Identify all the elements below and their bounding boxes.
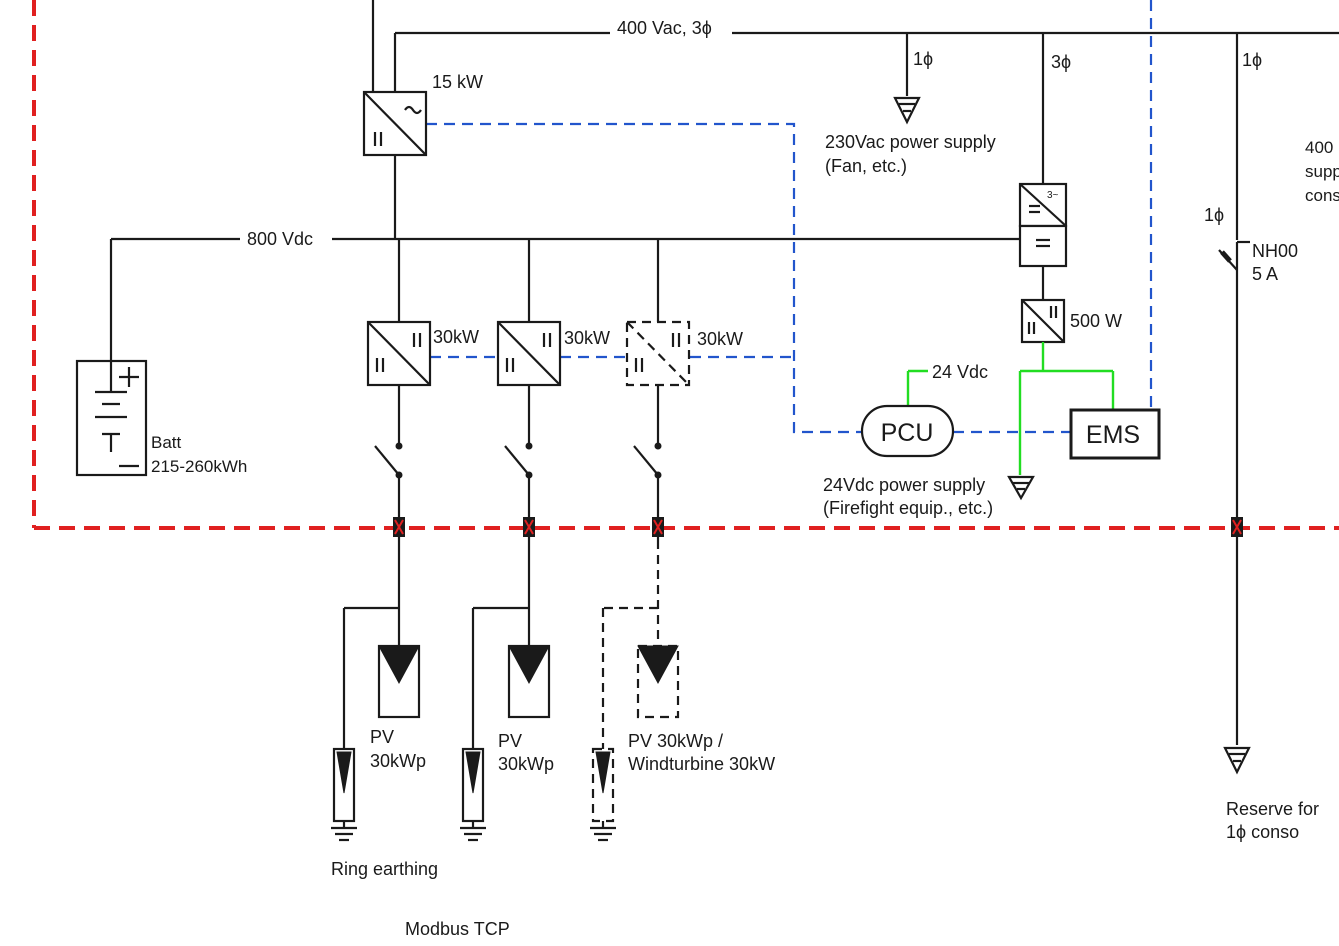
reserve-label-2: 1ϕ conso xyxy=(1226,822,1299,842)
pv-branch-1 xyxy=(331,385,421,842)
svg-text:3~: 3~ xyxy=(1047,190,1059,201)
ac-bus xyxy=(371,0,1339,745)
converter-2-label: 30kW xyxy=(564,328,610,348)
battery-label-1: Batt xyxy=(151,433,182,452)
reserve-branch xyxy=(1218,240,1251,775)
enclosure-boundary xyxy=(32,0,1339,530)
fuse-label-1: NH00 xyxy=(1252,241,1298,261)
dcdc-500w xyxy=(1020,298,1066,344)
24vdc-wiring xyxy=(906,342,1115,475)
comm-legend-label: Modbus TCP xyxy=(405,919,510,939)
dc-supply-label-2: (Firefight equip., etc.) xyxy=(823,498,993,518)
cons-supply-label-3: cons xyxy=(1305,186,1339,205)
diagram-labels: 400 Vac, 3ϕ 1ϕ 3ϕ 1ϕ 1ϕ 15 kW 230Vac pow… xyxy=(151,18,1339,939)
dcdc-power-label: 500 W xyxy=(1070,311,1122,331)
pv-1-label-1: PV xyxy=(370,727,394,747)
ems-unit xyxy=(1069,408,1161,460)
inverter-power-label: 15 kW xyxy=(432,72,483,92)
low-voltage-label: 24 Vdc xyxy=(932,362,988,382)
ems-label: EMS xyxy=(1086,421,1140,449)
24vdc-supply-symbol xyxy=(1007,475,1035,501)
single-phase-label-1: 1ϕ xyxy=(913,49,933,69)
battery-label-2: 215-260kWh xyxy=(151,457,247,476)
230vac-supply-symbol xyxy=(893,96,921,125)
inverter-15kw xyxy=(362,90,428,157)
pv-branch-3-optional xyxy=(590,385,680,842)
battery xyxy=(75,359,148,477)
pv-3-label-1: PV 30kWp / xyxy=(628,731,723,751)
aux-supply-label-2: (Fan, etc.) xyxy=(825,156,907,176)
dcdc-converter-1 xyxy=(366,320,432,387)
dc-bus xyxy=(109,155,1020,361)
cons-supply-label-1: 400 xyxy=(1305,138,1333,157)
pv-branch-2 xyxy=(460,385,551,842)
converter-3-label: 30kW xyxy=(697,329,743,349)
modbus-communication-links xyxy=(426,0,1153,434)
pcu-label: PCU xyxy=(881,419,934,447)
dcdc-converter-2 xyxy=(496,320,562,387)
single-phase-label-2: 1ϕ xyxy=(1242,50,1262,70)
pv-1-label-2: 30kWp xyxy=(370,751,426,771)
pcu-unit xyxy=(860,404,955,458)
cons-supply-label-2: supp xyxy=(1305,162,1339,181)
pv-3-label-2: Windturbine 30kW xyxy=(628,754,775,774)
converter-1-label: 30kW xyxy=(433,327,479,347)
fuse-label-2: 5 A xyxy=(1252,264,1278,284)
ac-dc-rectifier: 3~ xyxy=(1018,182,1068,300)
dc-bus-label: 800 Vdc xyxy=(247,229,313,249)
reserve-label-1: Reserve for xyxy=(1226,799,1319,819)
three-phase-label: 3ϕ xyxy=(1051,52,1071,72)
ac-bus-label: 400 Vac, 3ϕ xyxy=(617,18,712,38)
aux-supply-label-1: 230Vac power supply xyxy=(825,132,996,152)
pv-2-label-1: PV xyxy=(498,731,522,751)
dc-supply-label-1: 24Vdc power supply xyxy=(823,475,985,495)
single-phase-label-3: 1ϕ xyxy=(1204,205,1224,225)
ring-earthing-label: Ring earthing xyxy=(331,859,438,879)
pv-2-label-2: 30kWp xyxy=(498,754,554,774)
dcdc-converter-3-optional xyxy=(625,320,691,387)
